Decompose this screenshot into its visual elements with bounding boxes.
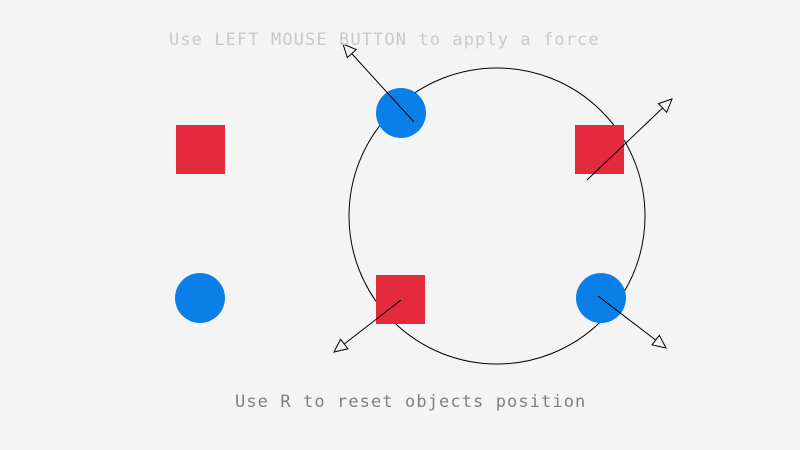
- force-vector-square-top-right: [586, 98, 673, 181]
- boundary-circle: [348, 67, 646, 365]
- force-vector-circle-bottom-right: [597, 295, 667, 349]
- force-vector-square-bottom: [333, 299, 402, 353]
- red-square-bottom[interactable]: [376, 275, 425, 324]
- red-square-top-right[interactable]: [575, 125, 624, 174]
- hint-left-mouse-button: Use LEFT MOUSE BUTTON to apply a force: [169, 30, 600, 50]
- hint-reset-key: Use R to reset objects position: [235, 392, 587, 412]
- blue-circle-top[interactable]: [376, 88, 426, 138]
- blue-circle-left[interactable]: [175, 273, 225, 323]
- red-square-left[interactable]: [176, 125, 225, 174]
- force-vector-circle-top: [342, 43, 415, 123]
